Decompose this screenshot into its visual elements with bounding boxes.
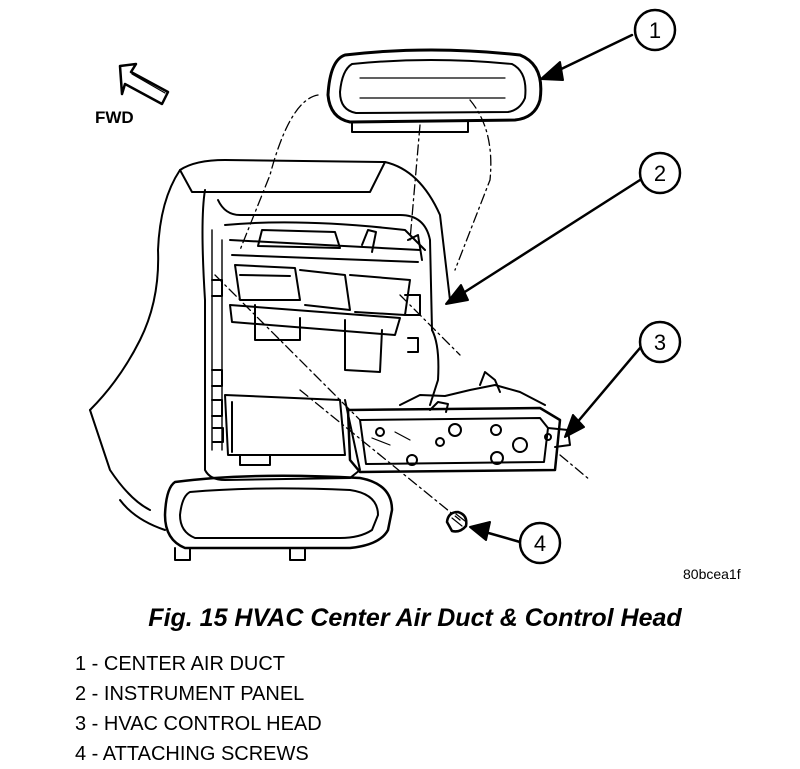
instrument-panel [89, 159, 451, 511]
legend: 1 - CENTER AIR DUCT 2 - INSTRUMENT PANEL… [75, 649, 322, 769]
hvac-control-head [346, 371, 571, 474]
callout-4: 4 [534, 531, 546, 556]
legend-item-attaching-screws: 4 - ATTACHING SCREWS [75, 743, 309, 765]
legend-item-hvac-control-head: 3 - HVAC CONTROL HEAD [75, 713, 322, 735]
callout-3: 3 [654, 330, 666, 355]
attaching-screw [445, 510, 468, 533]
callout-2: 2 [654, 161, 666, 186]
image-code: 80bcea1f [683, 566, 741, 582]
hvac-diagram: 1 2 3 4 [89, 8, 682, 565]
figure-caption: Fig. 15 HVAC Center Air Duct & Control H… [148, 604, 682, 632]
callout-1: 1 [649, 18, 661, 43]
callout-leaders [445, 33, 642, 544]
alignment-lines [214, 94, 591, 521]
callout-1-circle [633, 8, 677, 52]
callout-4-circle [518, 521, 562, 565]
legend-item-center-air-duct: 1 - CENTER AIR DUCT [75, 653, 286, 675]
forward-direction-label: FWD [95, 108, 134, 127]
callout-2-circle [638, 151, 682, 195]
center-air-duct [326, 48, 543, 133]
lower-bin [119, 474, 394, 561]
forward-arrow-icon [118, 62, 170, 106]
callout-3-circle [638, 320, 682, 364]
legend-item-instrument-panel: 2 - INSTRUMENT PANEL [75, 683, 305, 705]
